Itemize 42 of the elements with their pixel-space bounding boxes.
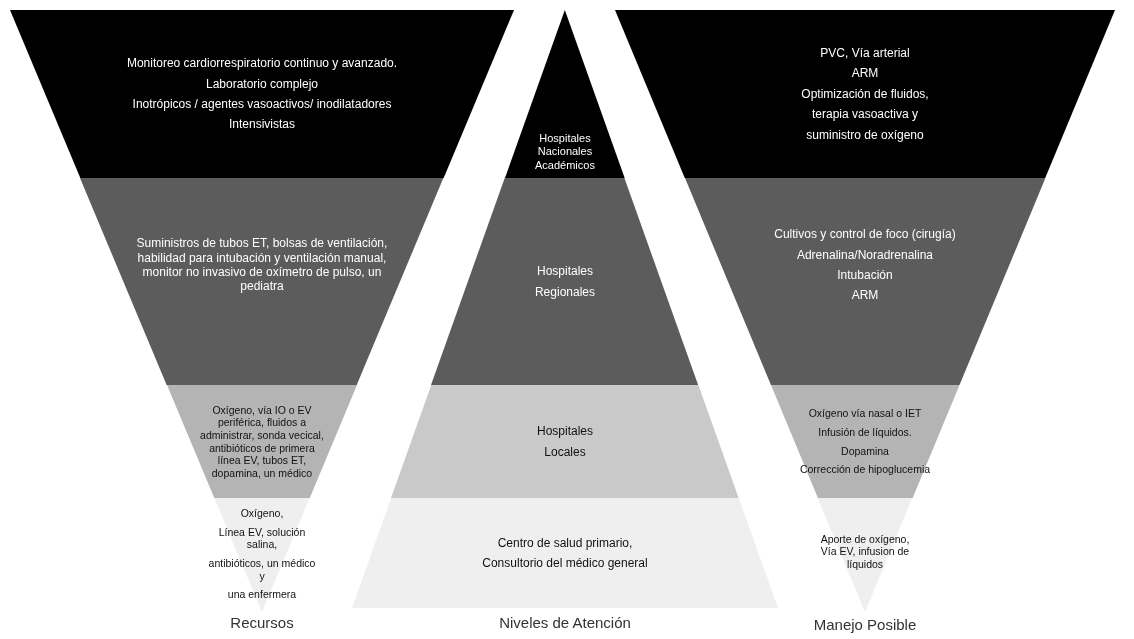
pyramid-band <box>815 498 915 612</box>
band-text: Aporte de oxígeno, Vía EV, infusion de líquidos <box>819 532 911 571</box>
pyramid-band <box>684 178 1046 385</box>
pyramid-band <box>352 498 778 608</box>
band-text: Laboratorio complejo <box>205 76 319 91</box>
band-text: Oxígeno vía nasal o IET <box>808 407 922 420</box>
band-text: Adrenalina/Noradrenalina <box>796 247 934 262</box>
pyramid-band <box>505 10 625 178</box>
band-text: Hospitales <box>536 424 593 439</box>
band-text: Infusión de líquidos. <box>818 425 912 439</box>
band-text: Consultorio del médico general <box>482 556 648 571</box>
band-text: Oxígeno, <box>240 507 284 520</box>
pyramid-band <box>80 178 444 385</box>
band-text: Centro de salud primario, <box>497 535 633 550</box>
band-text: Inotrópicos / agentes vasoactivos/ inodilatadores <box>132 97 392 112</box>
band-text: Corrección de hipoglucemia <box>799 463 931 476</box>
pyramid-band <box>391 385 739 498</box>
band-text: Optimización de fluidos, <box>801 86 929 102</box>
band-text: Locales <box>544 444 586 459</box>
band-text: Hospitales <box>536 264 593 279</box>
band-text: Cultivos y control de foco (cirugía) <box>774 227 956 242</box>
band-text: Dopamina <box>841 444 889 458</box>
band-text: Regionales <box>534 284 595 299</box>
column-title: Manejo Posible <box>812 616 918 633</box>
band-text: Intensivistas <box>229 117 295 132</box>
band-text: terapia vasoactiva y <box>811 107 919 122</box>
band-text: Oxígeno, vía IO o EV periférica, fluidos a administrar, sonda vecical, antibióticos de primera línea EV, tubos ET, dopamina, un médico <box>199 403 325 480</box>
band-text: PVC, Vía arterial <box>820 46 910 61</box>
band-text: Línea EV, solución salina, <box>217 525 307 551</box>
pyramid-band <box>431 178 699 385</box>
band-text: una enfermera <box>227 588 297 601</box>
band-text: suministro de oxígeno <box>806 127 924 142</box>
band-text: Hospitales Nacionales Académicos <box>534 132 596 172</box>
band-text: Suministros de tubos ET, bolsas de ventilación, habilidad para intubación y ventilación manual, monitor no invasivo de oxímetro de pulso, un pediatra <box>135 236 389 294</box>
band-text: ARM <box>851 288 879 303</box>
band-text: Monitoreo cardiorrespiratorio continuo y avanzado. <box>126 56 398 71</box>
column-title: Niveles de Atención <box>498 614 632 631</box>
band-text: antibióticos, un médico y <box>207 557 317 583</box>
column-title: Recursos <box>229 614 295 631</box>
band-text: ARM <box>851 66 879 81</box>
pyramid-band <box>207 498 317 612</box>
band-text: Intubación <box>837 268 893 283</box>
